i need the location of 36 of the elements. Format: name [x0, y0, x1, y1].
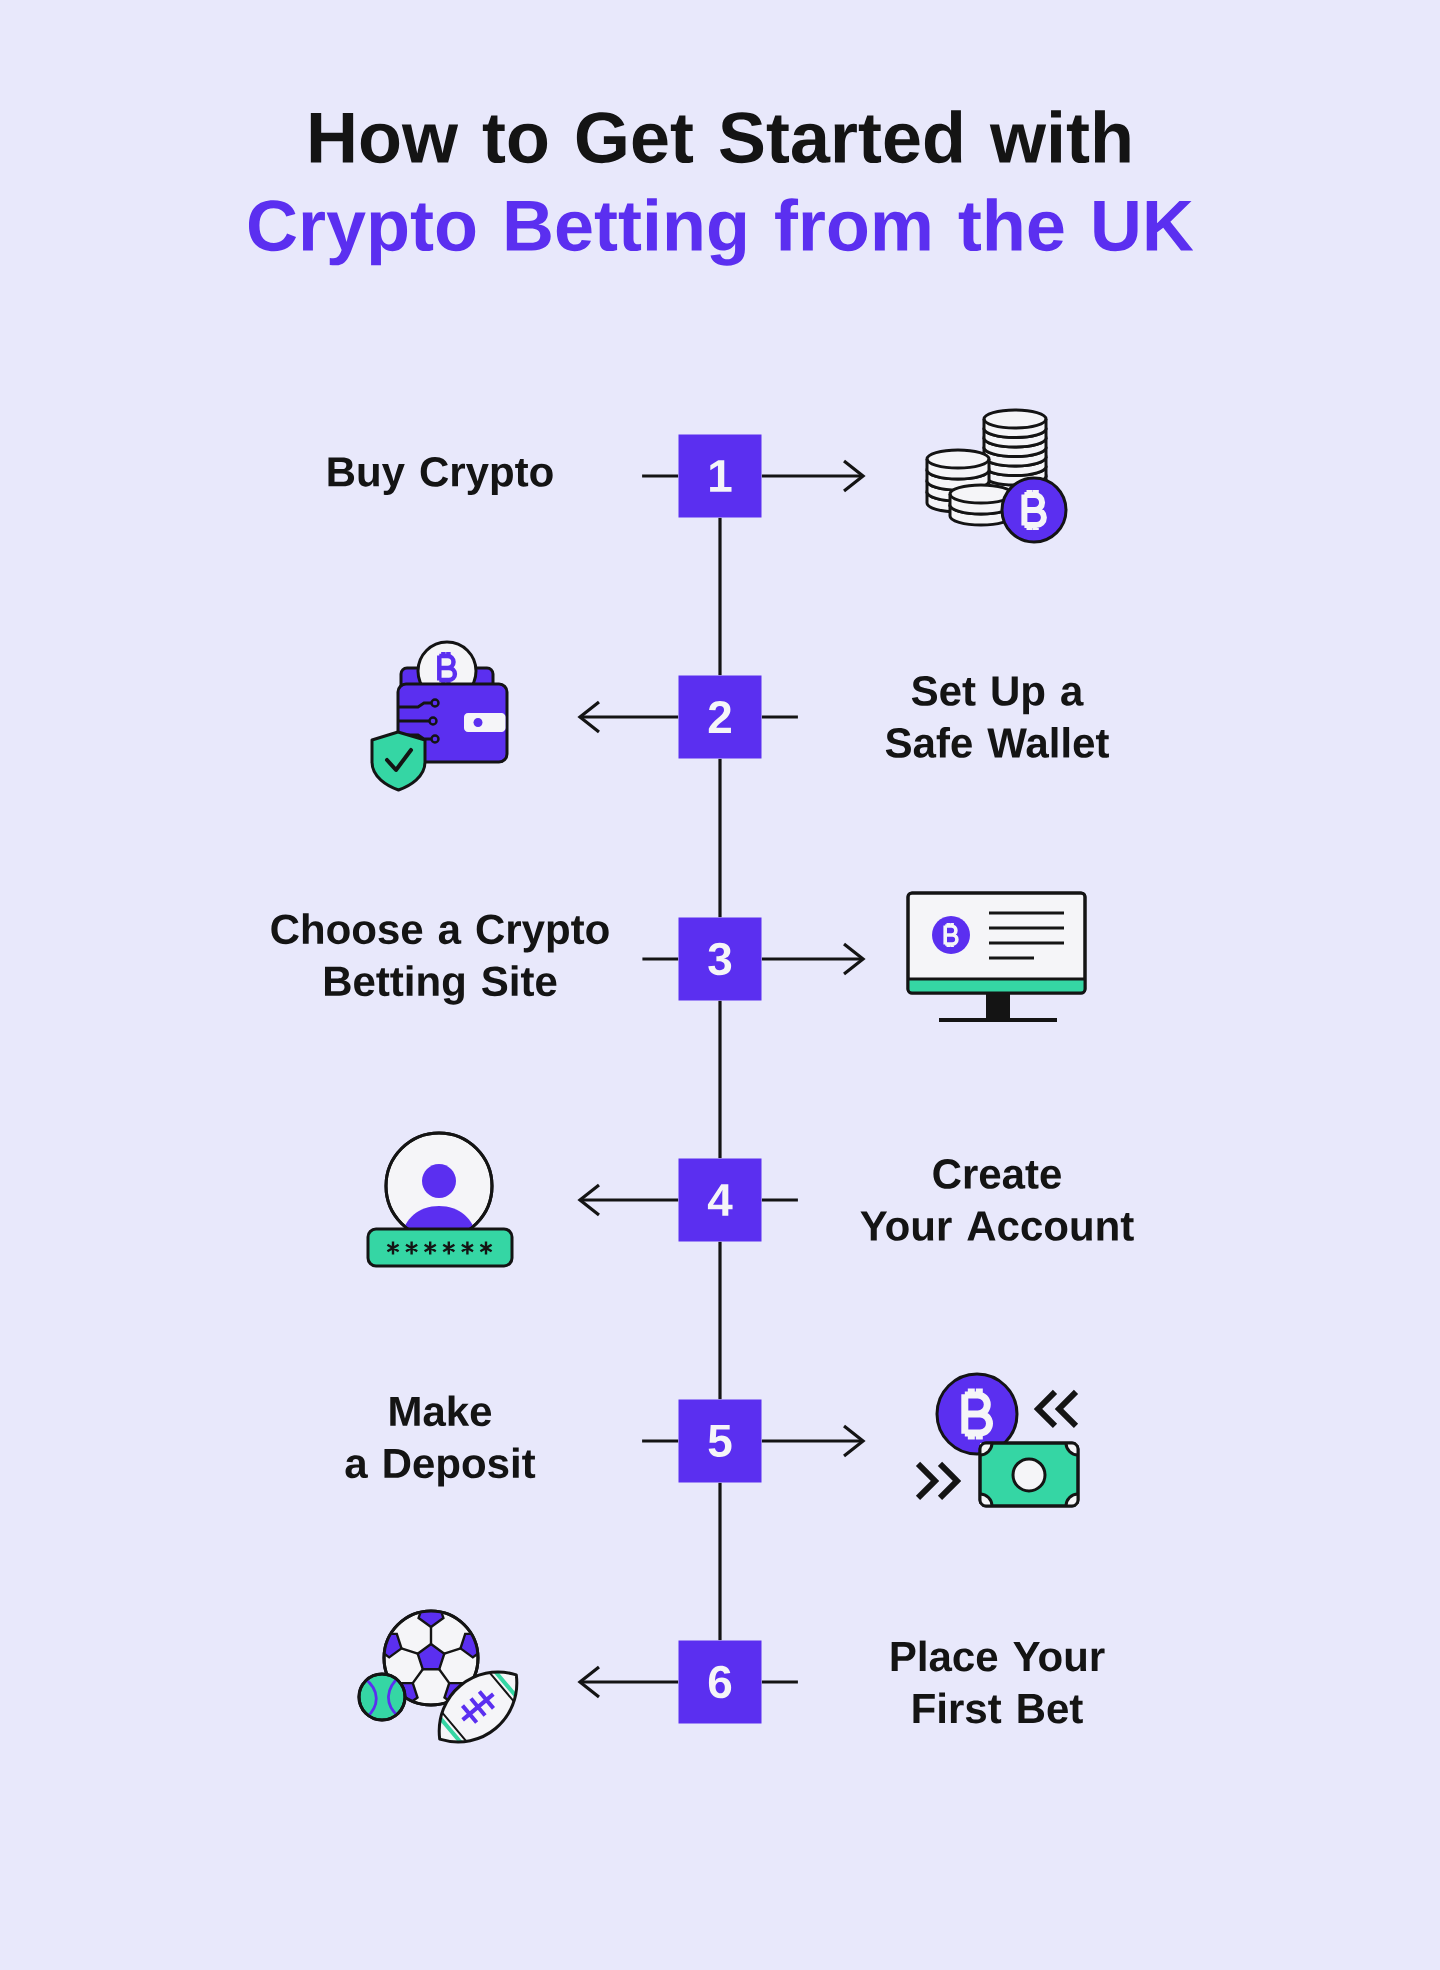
connector-line	[718, 1000, 722, 1159]
step-label: Set Up a Safe Wallet	[885, 676, 1109, 758]
account-icon	[366, 1131, 514, 1268]
step-number-box: 1	[678, 434, 762, 518]
step-label: Place Your First Bet	[891, 1640, 1105, 1724]
step-number-box: 5	[678, 1399, 762, 1483]
monitor-icon	[906, 891, 1087, 1022]
step-number-box: 3	[678, 917, 762, 1001]
wallet-icon	[370, 640, 509, 792]
connector-line	[718, 1241, 722, 1400]
step-number-box: 4	[678, 1158, 762, 1242]
step-number-box: 6	[678, 1640, 762, 1724]
arrow	[577, 1665, 679, 1699]
step-label: Make a Deposit	[345, 1395, 536, 1487]
connector-line	[718, 517, 722, 676]
connector-line	[718, 1482, 722, 1641]
title: How to Get Started with Crypto Betting from the UK	[249, 110, 1194, 266]
sports-balls-icon	[357, 1609, 519, 1744]
arrow	[577, 1183, 679, 1217]
step-label: Create Your Account	[860, 1159, 1134, 1241]
arrow	[761, 1424, 866, 1458]
connector-line	[761, 1198, 798, 1202]
arrow	[761, 942, 866, 976]
step-label: Buy Crypto	[328, 456, 553, 495]
connector-line	[642, 474, 679, 478]
connector-line	[642, 957, 679, 961]
connector-line	[761, 1680, 798, 1684]
connector-line	[718, 758, 722, 918]
step-label: Choose a Crypto Betting Site	[271, 913, 609, 1005]
coin-and-banknote-icon	[915, 1372, 1080, 1508]
coins-icon	[925, 408, 1068, 544]
arrow	[577, 700, 679, 734]
arrow	[761, 459, 866, 493]
step-number-box: 2	[678, 675, 762, 759]
connector-line	[761, 715, 798, 719]
connector-line	[642, 1439, 679, 1443]
